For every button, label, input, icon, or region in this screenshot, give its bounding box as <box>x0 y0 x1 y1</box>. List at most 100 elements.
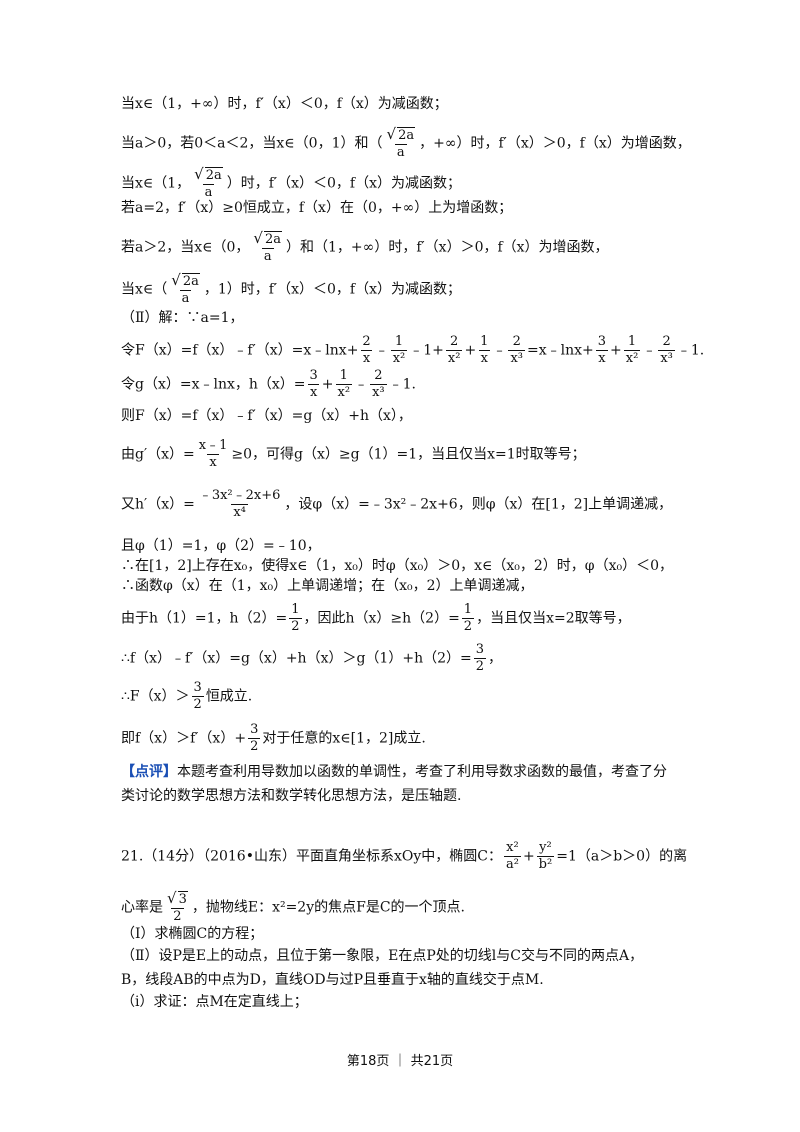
text-segment: ）和（1，+∞）时，f′（x）＞0，f（x）为增函数， <box>286 239 609 256</box>
text-line: （Ⅰ）求椭圆C的方程； <box>121 924 263 944</box>
fraction-numerator: √2a <box>192 166 225 184</box>
text-segment: + <box>522 848 535 865</box>
sqrt-radicand: 2a <box>204 167 223 183</box>
fraction-numerator: 1 <box>339 368 348 383</box>
text-segment: 又h′（x）= <box>121 496 195 513</box>
fraction-denominator: x³ <box>508 350 525 366</box>
fraction-denominator: x³ <box>370 384 387 400</box>
text-segment: 则F（x）=f（x）﹣f′（x）=g（x）+h（x）， <box>121 408 412 424</box>
fraction-numerator: 1 <box>291 602 300 617</box>
text-segment: =1（a＞b＞0）的离 <box>556 848 688 865</box>
text-segment: 且φ（1）=1，φ（2）=﹣10， <box>121 538 321 554</box>
text-segment: （Ⅱ）解：∵a=1， <box>121 310 244 326</box>
text-line: （Ⅱ）解：∵a=1， <box>121 308 244 328</box>
fraction-numerator: 2 <box>362 334 371 349</box>
sqrt-sign: √ <box>253 229 263 247</box>
fraction-numerator: 3 <box>309 368 318 383</box>
text-segment: ，因此h（x）≥h（2）= <box>303 610 460 627</box>
sqrt-sign: √ <box>386 125 397 143</box>
fraction-denominator: x² <box>623 350 641 366</box>
sqrt-radicand: 2a <box>263 231 283 247</box>
fraction-denominator: a <box>261 248 274 264</box>
text-line: （Ⅱ）设P是E上的动点，且位于第一象限，E在点P处的切线l与C交与不同的两点A， <box>121 946 643 966</box>
fraction-numerator: 2 <box>512 334 521 349</box>
text-segment: ）时，f′（x）＜0，f（x）为减函数； <box>226 175 462 192</box>
text-line: ∴在[1，2]上存在x₀，使得x∈（1，x₀）时φ（x₀）＞0，x∈（x₀，2）… <box>121 556 673 576</box>
text-segment: + <box>610 342 622 359</box>
text-segment: ∴f（x）﹣f′（x）=g（x）+h（x）＞g（1）+h（2）= <box>121 650 472 667</box>
fraction-numerator: √3 <box>165 890 190 908</box>
text-segment: （i）求证：点M在定直线上； <box>121 994 308 1010</box>
fraction-denominator: 2 <box>473 658 487 674</box>
fraction-numerator: y² <box>539 840 552 855</box>
fraction-numerator: √2a <box>251 230 284 248</box>
text-segment: ≥0，可得g（x）≥g（1）=1，当且仅当x=1时取等号； <box>231 446 586 463</box>
fraction-denominator: x² <box>445 350 463 366</box>
fraction-denominator: 2 <box>248 738 261 754</box>
text-segment: 由g′（x）= <box>121 446 195 463</box>
fraction-numerator: x﹣1 <box>198 438 228 453</box>
fraction-denominator: a <box>394 144 407 160</box>
fraction-denominator: a <box>202 184 215 200</box>
text-segment: + <box>321 376 334 393</box>
text-segment: ，当且仅当x=2取等号， <box>476 610 631 627</box>
text-segment: 当x∈（1， <box>121 175 191 192</box>
text-segment: （Ⅰ）求椭圆C的方程； <box>121 926 264 942</box>
fraction-denominator: x <box>360 350 373 366</box>
text-segment: 对于任意的x∈[1，2]成立. <box>262 730 426 747</box>
text-segment: ﹣ <box>354 376 369 393</box>
text-segment: 当a＞0，若0＜a＜2，当x∈（0，1）和（ <box>121 135 383 152</box>
fraction-numerator: 3 <box>193 680 202 695</box>
fraction-denominator: x³ <box>658 350 675 366</box>
fraction-denominator: x <box>596 350 608 366</box>
text-segment: =x﹣lnx+ <box>527 342 594 359</box>
fraction-denominator: x <box>307 384 320 400</box>
fraction-numerator: 2 <box>374 368 383 383</box>
text-segment: 若a＞2，当x∈（0， <box>121 239 250 256</box>
text-line: ∴函数φ（x）在（1，x₀）上单调递增；在（x₀，2）上单调递减， <box>121 576 534 596</box>
text-segment: 本题考查利用导数加以函数的单调性，考查了利用导数求函数的最值，考查了分 <box>177 764 667 780</box>
text-line: 当x∈（1，+∞）时，f′（x）＜0，f（x）为减函数； <box>121 94 448 114</box>
text-segment: 21.（14分）（2016•山东）平面直角坐标系xOy中，椭圆C： <box>121 848 502 865</box>
fraction-denominator: 2 <box>191 696 204 712</box>
text-segment: B，线段AB的中点为D，直线OD与过P且垂直于x轴的直线交于点M. <box>121 972 544 988</box>
fraction-denominator: x <box>207 454 219 470</box>
text-segment: 类讨论的数学思想方法和数学转化思想方法，是压轴题. <box>121 788 462 804</box>
fraction-numerator: 3 <box>475 642 485 657</box>
text-segment: 当x∈（ <box>121 281 168 298</box>
text-segment: ，1）时，f′（x）＜0，f（x）为减函数； <box>203 281 462 298</box>
sqrt-radicand: 2a <box>397 127 416 143</box>
sqrt-sign: √ <box>194 165 204 183</box>
fraction-denominator: x² <box>390 350 408 366</box>
text-segment: （Ⅱ）设P是E上的动点，且位于第一象限，E在点P处的切线l与C交与不同的两点A， <box>121 948 644 964</box>
text-segment: 当x∈（1，+∞）时，f′（x）＜0，f（x）为减函数； <box>121 96 448 112</box>
text-segment: ∴在[1，2]上存在x₀，使得x∈（1，x₀）时φ（x₀）＞0，x∈（x₀，2）… <box>121 558 674 574</box>
text-segment: ∴函数φ（x）在（1，x₀）上单调递增；在（x₀，2）上单调递减， <box>121 578 534 594</box>
fraction-denominator: 2 <box>461 618 475 634</box>
